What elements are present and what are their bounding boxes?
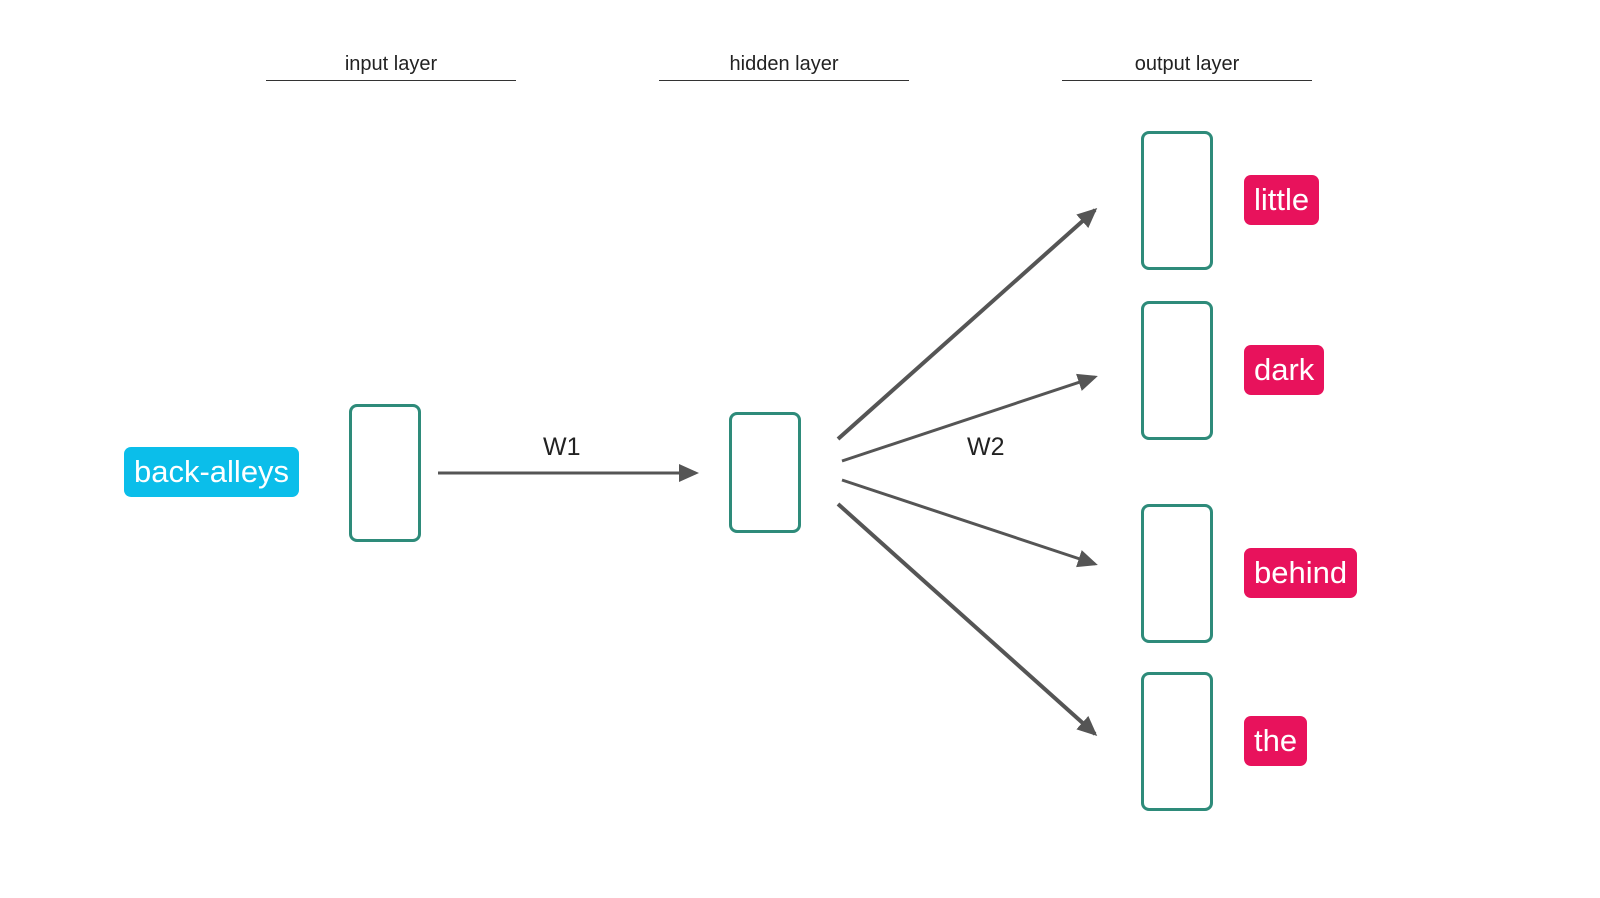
hidden-layer-header: hidden layer [659,52,909,81]
hidden-node [729,412,801,533]
input-word-pill: back-alleys [124,447,300,497]
output-node-dark [1141,301,1213,440]
output-word-pill: behind [1244,548,1358,598]
output-node-the [1141,672,1213,811]
output-word-pill: little [1244,175,1320,225]
w2-label: W2 [967,433,1005,461]
w2-arrow-dark [841,373,1098,463]
w1-label: W1 [543,433,581,461]
input-layer-header: input layer [266,52,516,81]
output-node-behind [1141,504,1213,643]
w2-arrow-the [836,502,1098,737]
output-word-pill: dark [1244,345,1325,395]
w2-arrow-little [836,208,1098,441]
output-layer-header: output layer [1062,52,1312,81]
w2-arrow-behind [841,478,1098,568]
input-node [349,404,421,542]
output-node-little [1141,131,1213,270]
output-word-pill: the [1244,716,1308,766]
